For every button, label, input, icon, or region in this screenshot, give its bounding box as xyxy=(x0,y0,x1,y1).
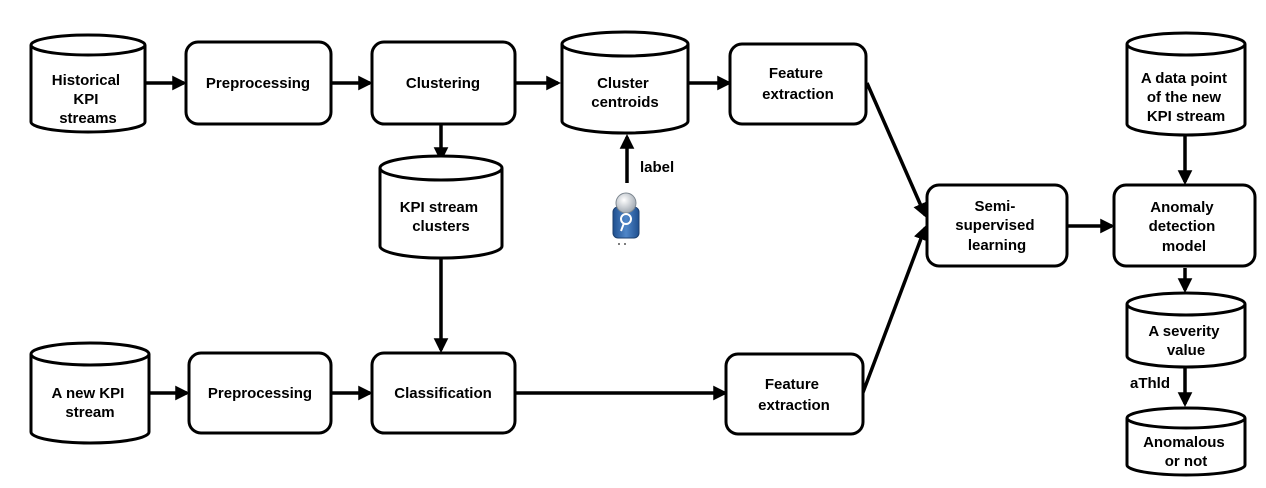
box-preprocessing-bottom: Preprocessing xyxy=(187,351,333,435)
box-feature-extraction-top: Feature extraction xyxy=(728,42,868,126)
cylinder-kpi-stream-clusters: KPI stream clusters xyxy=(378,154,504,260)
box-preprocessing-top: Preprocessing xyxy=(184,40,333,126)
node-label: Anomaly detection model xyxy=(1149,199,1220,255)
cylinder-anomalous-or-not: Anomalous or not xyxy=(1125,406,1247,477)
node-label: Anomalous or not xyxy=(1143,434,1229,470)
box-anomaly-detection-model: Anomaly detection model xyxy=(1112,183,1257,268)
cylinder-historical-kpi-streams: Historical KPI streams xyxy=(29,33,147,134)
node-label: A severity value xyxy=(1148,323,1223,359)
node-label: Cluster centroids xyxy=(591,75,659,111)
edge-feature-bottom-to-learning xyxy=(860,225,928,396)
node-label: A data point of the new KPI stream xyxy=(1141,70,1231,125)
node-label: A new KPI stream xyxy=(52,385,129,421)
node-label: Feature extraction xyxy=(758,376,830,414)
box-clustering: Clustering xyxy=(370,40,517,126)
node-label: Semi- supervised learning xyxy=(955,198,1038,254)
node-label: KPI stream clusters xyxy=(400,199,483,235)
cylinder-new-data-point: A data point of the new KPI stream xyxy=(1125,31,1247,137)
node-label: Preprocessing xyxy=(206,75,310,92)
cylinder-severity-value: A severity value xyxy=(1125,291,1247,369)
node-label: Classification xyxy=(394,385,492,402)
node-label: Historical KPI streams xyxy=(52,72,125,127)
edges xyxy=(146,75,1193,407)
edge-label-label: label xyxy=(640,159,674,176)
cylinder-new-kpi-stream: A new KPI stream xyxy=(29,341,151,445)
node-label: Feature extraction xyxy=(762,65,834,103)
box-feature-extraction-bottom: Feature extraction xyxy=(724,352,865,436)
box-classification: Classification xyxy=(370,351,517,435)
edge-feature-top-to-learning xyxy=(865,82,927,218)
box-semi-supervised-learning: Semi- supervised learning xyxy=(925,183,1069,268)
node-label: Preprocessing xyxy=(208,385,312,402)
operator-person-icon xyxy=(612,192,640,245)
edge-label-athld: aThld xyxy=(1130,375,1170,392)
node-label: Clustering xyxy=(406,75,480,92)
cylinder-cluster-centroids: Cluster centroids xyxy=(560,30,690,135)
